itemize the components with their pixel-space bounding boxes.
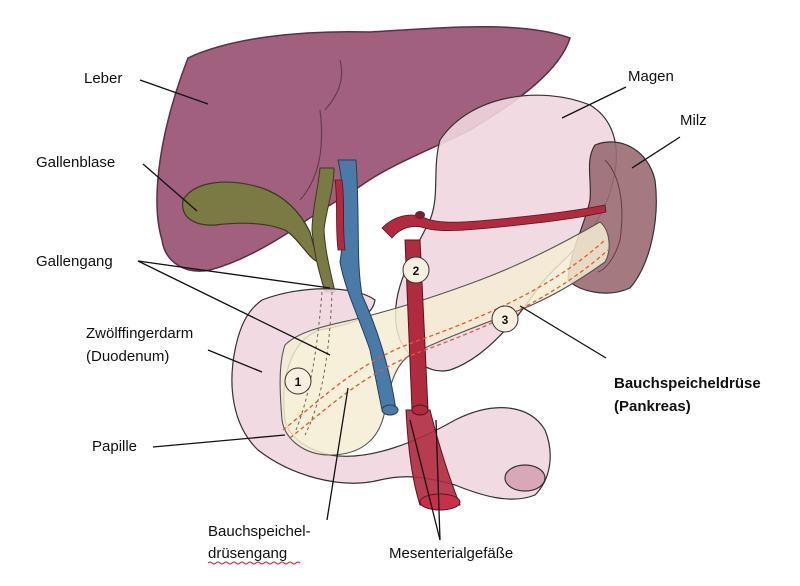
- mesenteric-vein-ends: [381, 404, 429, 416]
- label-duodenum-latin: (Duodenum): [86, 348, 169, 365]
- marker-2: 2: [402, 256, 430, 284]
- marker-1: 1: [284, 367, 312, 395]
- marker-3: 3: [491, 305, 519, 333]
- svg-text:1: 1: [295, 375, 302, 389]
- svg-text:3: 3: [502, 313, 509, 327]
- label-mesenteric-vessels: Mesenterialgefäße: [389, 545, 513, 562]
- label-pancreas-latin: (Pankreas): [614, 398, 691, 415]
- spellcheck-underline: [207, 561, 301, 565]
- label-pancreatic-duct-2: drüsengang: [208, 545, 287, 562]
- label-liver: Leber: [84, 70, 122, 87]
- bile-duct-dashed: [295, 291, 333, 436]
- label-papilla: Papille: [92, 438, 137, 455]
- pancreatic-duct: [282, 239, 609, 439]
- pancreas: [279, 221, 610, 456]
- leader-lines: [137, 79, 681, 541]
- label-bile-duct: Gallengang: [36, 253, 113, 270]
- label-duodenum: Zwölffingerdarm: [86, 325, 193, 342]
- label-pancreatic-duct-1: Bauchspeichel-: [208, 523, 311, 540]
- arteries: [334, 179, 607, 511]
- svg-text:2: 2: [413, 264, 420, 278]
- gallbladder: [182, 181, 319, 264]
- label-spleen: Milz: [680, 112, 707, 129]
- duodenum-opening: [504, 464, 546, 492]
- label-gallbladder: Gallenblase: [36, 154, 115, 171]
- label-pancreas: Bauchspeicheldrüse: [614, 375, 761, 392]
- label-stomach: Magen: [628, 68, 674, 85]
